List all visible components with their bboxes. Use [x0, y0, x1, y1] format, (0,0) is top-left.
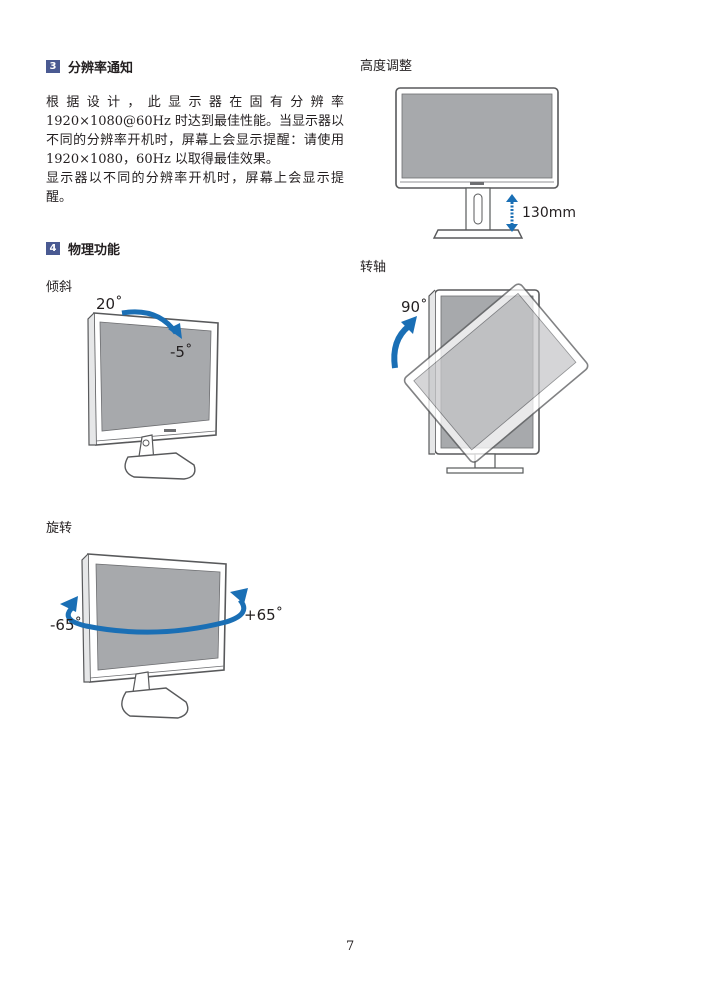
tilt-label: 倾斜: [46, 280, 73, 295]
section-number-badge: 3: [46, 60, 60, 73]
section-3-heading: 3 分辨率通知: [46, 57, 133, 76]
swivel-label: 旋转: [46, 521, 73, 536]
swivel-left-angle: -65˚: [50, 616, 82, 634]
section-3-title: 分辨率通知: [68, 61, 134, 76]
page-number: 7: [346, 939, 355, 954]
tilt-down-angle: -5˚: [170, 343, 192, 361]
pivot-angle: 90˚: [401, 298, 428, 316]
pivot-label: 转轴: [360, 260, 387, 275]
tilt-illustration: 20˚ -5˚: [87, 295, 219, 480]
height-adjust-label: 高度调整: [360, 59, 413, 74]
height-adjust-value: 130mm: [522, 205, 576, 221]
pivot-illustration: 90˚: [391, 283, 589, 474]
section-number-badge: 4: [46, 242, 60, 255]
resolution-paragraph-1: 根据设计，此显示器在固有分辨率 1920×1080@60Hz 时达到最佳性能。当…: [46, 95, 344, 167]
resolution-paragraph-2: 显示器以不同的分辨率开机时，屏幕上会显示提醒。: [46, 171, 344, 205]
section-4-heading: 4 物理功能: [46, 239, 120, 258]
section-4-title: 物理功能: [68, 243, 121, 258]
tilt-up-angle: 20˚: [96, 295, 123, 313]
swivel-right-angle: +65˚: [244, 606, 283, 624]
swivel-illustration: -65˚ +65˚: [50, 553, 283, 719]
resolution-notice-body: 根据设计，此显示器在固有分辨率 1920×1080@60Hz 时达到最佳性能。当…: [46, 93, 344, 207]
height-adjust-illustration: 130mm: [395, 87, 576, 239]
